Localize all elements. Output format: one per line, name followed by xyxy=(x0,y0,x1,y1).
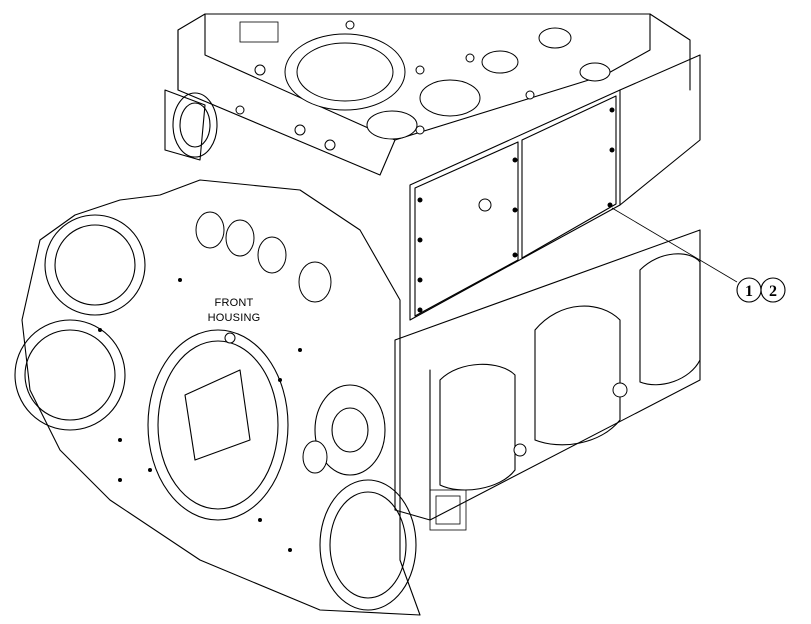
callout-1: 1 xyxy=(736,277,762,303)
callout-2: 2 xyxy=(760,277,786,303)
callout-1-number: 1 xyxy=(745,283,753,300)
accessory-pad xyxy=(164,89,218,161)
side-cover-plate xyxy=(409,54,701,321)
leader-line xyxy=(611,207,738,283)
front-housing xyxy=(14,179,421,616)
crankcase-lower xyxy=(394,229,701,531)
front-housing-label-line1: FRONT xyxy=(215,297,254,309)
callout-2-number: 2 xyxy=(769,283,777,300)
front-housing-label-line2: HOUSING xyxy=(208,312,261,324)
front-housing-label: FRONT HOUSING xyxy=(208,297,261,324)
engine-top-deck xyxy=(177,13,691,176)
